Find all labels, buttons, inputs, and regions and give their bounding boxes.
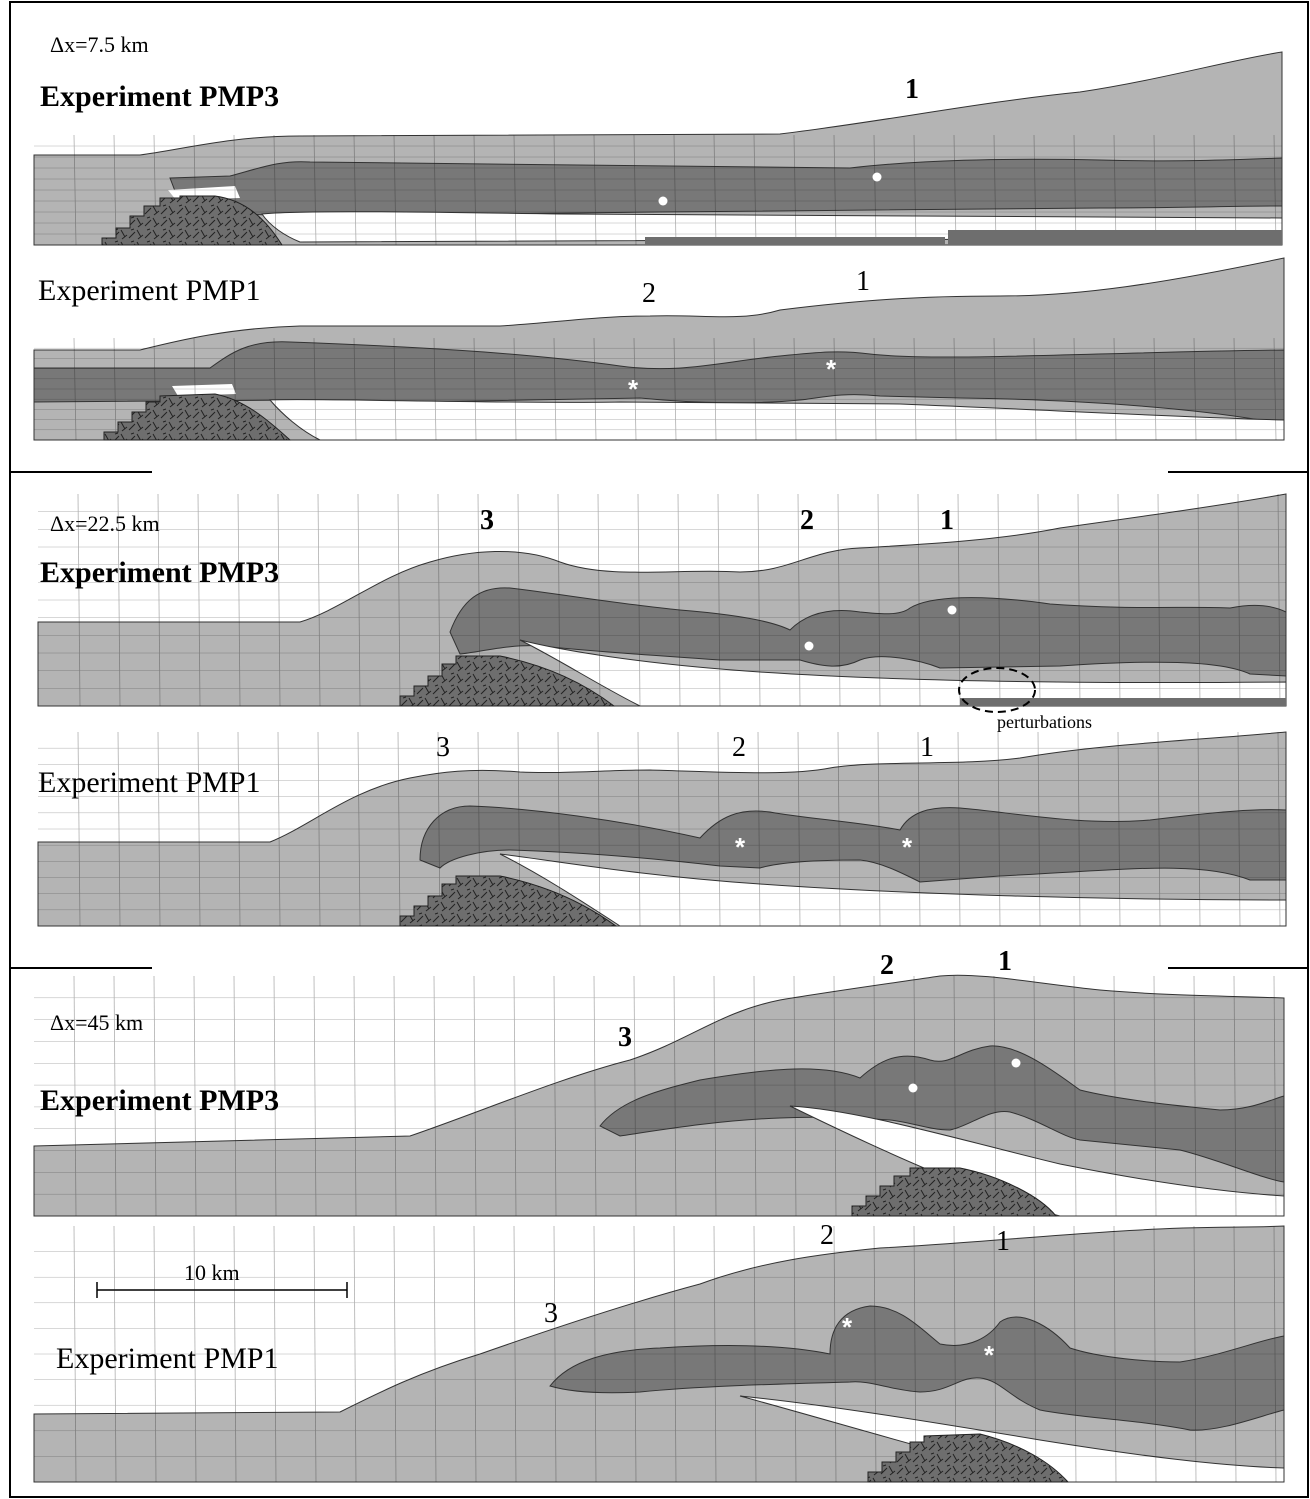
panel-2-pmp1-label: Experiment PMP1: [38, 766, 261, 799]
panel-2-pmp1-fold-2: 2: [732, 732, 746, 763]
p2a-marker-dot-2: [948, 606, 957, 615]
panel-2-pmp3-fold-1: 1: [940, 505, 954, 536]
panel-2-pmp3-label: Experiment PMP3: [40, 556, 279, 589]
panel-1-pmp1-fold-1: 1: [856, 266, 870, 297]
perturbations-label: perturbations: [997, 712, 1092, 732]
p2a-lower-bar: [960, 698, 1286, 706]
panel-1-pmp3-fold-1: 1: [905, 74, 919, 105]
panel-3-pmp3-fold-2: 2: [880, 950, 894, 981]
panel-3-pmp3-fold-3: 3: [618, 1022, 632, 1053]
panel-2-resolution: Δx=22.5 km: [50, 511, 160, 536]
p3b-marker-asterisk-1: *: [842, 1312, 853, 1342]
p3a-marker-dot-2: [1012, 1059, 1021, 1068]
p1a-lower-bar-2: [948, 230, 1282, 245]
panel-3-pmp1-label: Experiment PMP1: [56, 1342, 279, 1375]
panel-2-pmp1-section: [38, 732, 1286, 926]
panel-2-pmp3-section: [38, 494, 1286, 706]
panel-3-pmp3-label: Experiment PMP3: [40, 1084, 279, 1117]
p3a-marker-dot-1: [909, 1084, 918, 1093]
panel-2-pmp1-fold-1: 1: [920, 732, 934, 763]
panel-3-pmp1-fold-2: 2: [820, 1220, 834, 1251]
p2b-marker-asterisk-2: *: [902, 832, 913, 862]
panel-1-resolution: Δx=7.5 km: [50, 32, 149, 57]
panel-1-pmp3-label: Experiment PMP3: [40, 80, 279, 113]
p2a-marker-dot-1: [805, 642, 814, 651]
panel-3-pmp1-fold-3: 3: [544, 1298, 558, 1329]
p3b-marker-asterisk-2: *: [984, 1340, 995, 1370]
p1a-marker-dot-1: [659, 197, 668, 206]
p2b-marker-asterisk-1: *: [735, 832, 746, 862]
panel-2-pmp1-fold-3: 3: [436, 732, 450, 763]
p1b-marker-asterisk-1: *: [628, 374, 639, 404]
panel-3-resolution: Δx=45 km: [50, 1010, 143, 1035]
panel-3-pmp3-fold-1: 1: [998, 946, 1012, 977]
panel-3-pmp1-fold-1: 1: [996, 1226, 1010, 1257]
panel-1-pmp1-label: Experiment PMP1: [38, 274, 261, 307]
panel-2-pmp3-fold-2: 2: [800, 505, 814, 536]
p1a-lower-bar-1: [645, 237, 945, 245]
p1b-marker-asterisk-2: *: [826, 354, 837, 384]
scale-bar-label: 10 km: [184, 1260, 240, 1285]
panel-1-pmp1-fold-2: 2: [642, 278, 656, 309]
panel-2-pmp3-fold-3: 3: [480, 505, 494, 536]
p1a-marker-dot-2: [873, 173, 882, 182]
